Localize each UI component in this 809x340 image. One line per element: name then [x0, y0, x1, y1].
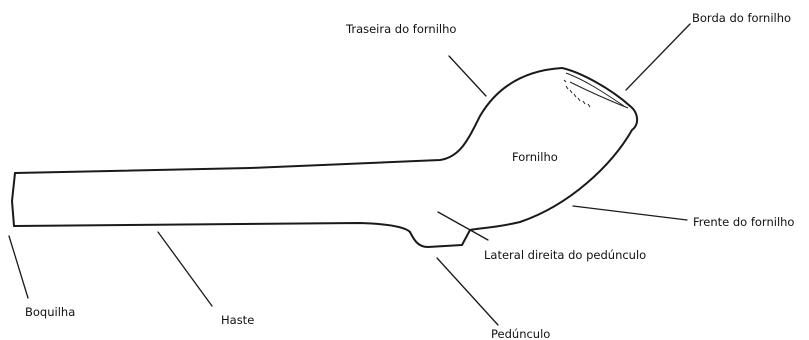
pipe-drawing — [11, 67, 638, 248]
label-traseira: Traseira do fornilho — [345, 22, 456, 36]
bowl-front — [469, 105, 638, 231]
leader-frente — [572, 205, 688, 221]
bowl-rim-inner — [565, 72, 625, 107]
bowl-rim — [561, 67, 631, 107]
leader-traseira — [448, 55, 487, 97]
leader-pedunculo — [436, 257, 499, 326]
bowl-rim-front — [569, 81, 629, 109]
leader-boquilha — [8, 235, 29, 299]
stem-bottom — [13, 222, 411, 233]
leader-borda — [625, 23, 691, 91]
label-pedunculo: Pedúnculo — [491, 327, 550, 340]
label-haste: Haste — [221, 313, 254, 327]
shank-bottom — [409, 229, 471, 248]
leader-haste — [157, 231, 213, 307]
stem-top-and-bowl-back — [14, 67, 563, 174]
label-borda: Borda do fornilho — [692, 11, 791, 25]
label-boquilha: Boquilha — [25, 305, 75, 319]
label-frente: Frente do fornilho — [693, 215, 794, 229]
label-lateral: Lateral direita do pedúnculo — [484, 248, 646, 262]
label-fornilho: Fornilho — [512, 150, 558, 164]
rim-texture — [563, 79, 591, 108]
mouthpiece-end — [11, 172, 16, 227]
leader-lateral — [437, 211, 489, 241]
